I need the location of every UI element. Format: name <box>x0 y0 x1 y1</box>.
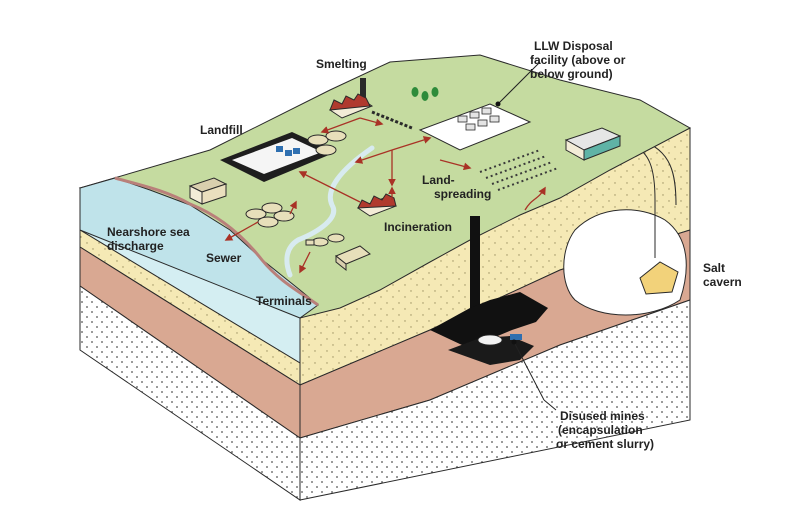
coastal-building <box>188 177 228 205</box>
label-landfill: Landfill <box>200 123 243 137</box>
storage-shed <box>564 127 622 161</box>
drum-icon <box>293 148 300 154</box>
tree-icon <box>411 87 419 97</box>
label-nearshore-line1: Nearshore sea <box>107 225 190 239</box>
landfill-pit <box>220 132 336 182</box>
tree-group <box>411 87 439 101</box>
smelting-factory <box>328 78 413 130</box>
tree-icon <box>421 91 429 101</box>
waste-flow-arrows <box>224 117 546 274</box>
leader-pin <box>495 101 501 107</box>
label-mines-line1: Disused mines <box>560 409 645 423</box>
leader-pin <box>511 339 517 345</box>
label-nearshore-line2: discharge <box>107 239 164 253</box>
incineration-plant <box>356 193 398 217</box>
label-salt-line2: cavern <box>703 275 742 289</box>
label-llw-line2: facility (above or <box>530 53 626 67</box>
coastline-cliff <box>114 176 319 307</box>
sewer-treatment-tanks <box>245 202 295 228</box>
label-mines-line2: (encapsulation <box>558 423 643 437</box>
drum-icon <box>276 146 283 152</box>
label-salt-line1: Salt <box>703 261 725 275</box>
disused-mines <box>430 216 548 365</box>
label-mines-line3: or cement slurry) <box>556 437 654 451</box>
drum-icon <box>285 150 292 156</box>
block-outline <box>79 128 691 500</box>
top-surface <box>78 54 692 319</box>
label-smelting: Smelting <box>316 57 367 71</box>
label-landspreading-line1: Land- <box>422 173 455 187</box>
tank-cluster-landfill <box>307 130 347 156</box>
river <box>284 145 375 278</box>
tree-icon <box>431 87 439 97</box>
landspreading-furrows <box>479 149 559 191</box>
label-llw-line3: below ground) <box>530 67 613 81</box>
salt-deposit-icon <box>639 261 679 295</box>
leader-lines <box>497 61 557 411</box>
drum-icon <box>510 334 522 340</box>
terminals-facility <box>305 233 371 272</box>
label-sewer: Sewer <box>206 251 242 265</box>
llw-disposal-facility <box>418 103 532 151</box>
label-terminals: Terminals <box>256 294 312 308</box>
salt-cavern-chamber <box>563 209 687 316</box>
label-llw-line1: LLW Disposal <box>534 39 613 53</box>
label-incineration: Incineration <box>384 220 452 234</box>
label-landspreading-line2: spreading <box>434 187 491 201</box>
